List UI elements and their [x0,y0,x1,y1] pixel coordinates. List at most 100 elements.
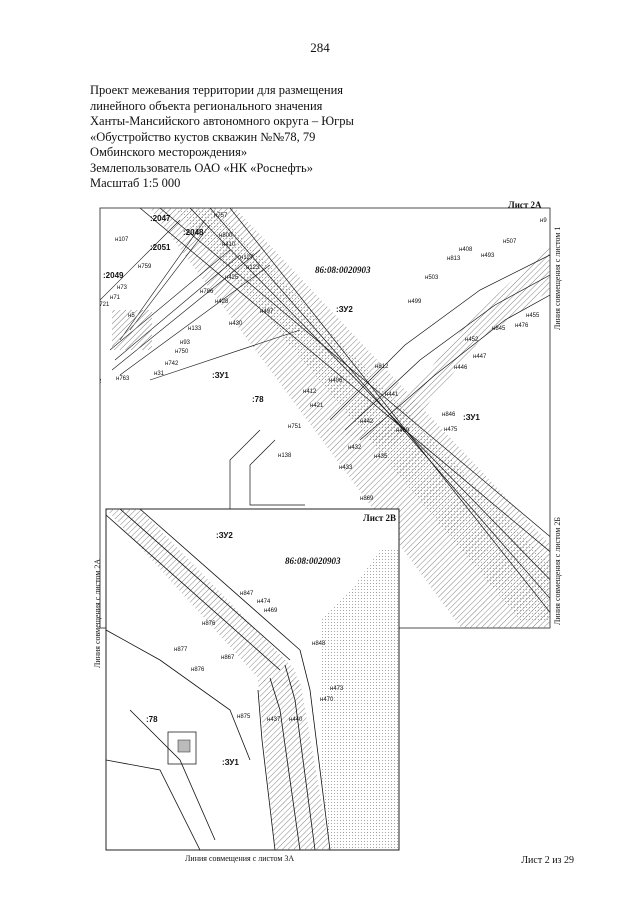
cadastral-number-inset: 86:08:0020903 [285,556,341,566]
zone-label: :ЗУ1 [222,758,239,767]
point-label: н446 [454,365,468,371]
point-label: н474 [257,599,271,605]
point-label: н406 [329,378,343,384]
point-label: н813 [447,256,461,262]
point-label: н133 [188,326,202,332]
point-label: н138 [278,453,292,459]
point-label: н437 [267,717,281,723]
sheet-title-inset: Лист 2В [363,513,396,523]
side-label-right-top: Линия совмещения с листом 1 [553,227,562,330]
sheet-title-main: Лист 2А [508,200,542,210]
point-label: н875 [237,714,251,720]
point-label: н469 [396,428,410,434]
zone-label: :78 [146,715,158,724]
cadastral-number: 86:08:0020903 [315,265,371,275]
point-label: н712 [88,379,102,385]
main-map-content: 86:08:0020903 :ЗУ2 :ЗУ1 :ЗУ1 :78 :2047 :… [88,208,550,628]
point-label: н5 [128,313,135,319]
point-label: н408 [459,247,473,253]
point-label: н877 [174,647,188,653]
point-label: н433 [339,465,353,471]
header-line: Ханты-Мансийского автономного округа – Ю… [90,114,354,128]
point-label: н750 [175,349,189,355]
point-label: н503 [425,275,439,281]
point-label: н425 [225,275,239,281]
point-label: н469 [264,608,278,614]
point-label: н9 [540,218,547,224]
point-label: н847 [240,591,254,597]
point-label: н721 [96,302,110,308]
point-label: н476 [515,323,529,329]
point-label: н123 [246,265,260,271]
point-label: н442 [360,419,374,425]
point-label: н71 [110,295,121,301]
point-label: н455 [526,313,540,319]
point-label: н876 [191,667,205,673]
inset-building [167,731,197,765]
point-label: н421 [310,403,324,409]
point-label: н22 [88,352,99,358]
zone-label: :2051 [150,243,171,252]
point-label: н812 [375,364,389,370]
header-line: Землепользователь ОАО «НК «Роснефть» [90,160,313,175]
point-label: н475 [444,427,458,433]
point-label: н73 [117,285,128,291]
zone-label: :ЗУ2 [216,531,233,540]
zone-label: :2049 [103,271,124,280]
zone-label: :ЗУ2 [336,305,353,314]
header-line: Омбинского месторождения» [90,145,248,159]
point-label: н742 [165,361,179,367]
point-label: н430 [229,321,243,327]
point-label: н869 [360,496,374,502]
side-label-left: Линия совмещения с листом 2А [93,559,102,668]
point-label: н24 [88,364,99,370]
zone-label: :78 [252,395,264,404]
point-label: н751 [288,424,302,430]
zone-label: :ЗУ1 [212,371,229,380]
zone-label: :2047 [150,214,171,223]
point-label: н107 [115,237,129,243]
point-label: н848 [312,641,326,647]
inset-building [177,739,191,753]
point-label: н759 [138,264,152,270]
zone-label: :2048 [183,228,204,237]
point-label: н31 [154,371,165,377]
point-label: н757 [214,213,228,219]
point-label: н499 [408,299,422,305]
inset-map-content [106,509,399,850]
point-label: н845 [492,326,506,332]
header-line: Масштаб 1:5 000 [90,176,181,190]
point-label: н435 [374,454,388,460]
point-label: н412 [303,389,317,395]
header-line: Проект межевания территории для размещен… [90,83,344,97]
point-label: н452 [465,337,479,343]
point-label: н447 [473,354,487,360]
header-line: линейного объекта регионального значения [90,98,323,113]
point-label: н432 [348,445,362,451]
point-label: н867 [221,655,235,661]
point-label: н763 [116,376,130,382]
point-label: н846 [442,412,456,418]
point-label: н93 [180,340,191,346]
page-number: 284 [310,40,330,55]
point-label: н428 [215,299,229,305]
point-label: н473 [330,686,344,692]
point-label: н786 [200,289,214,295]
point-label: н800 [219,233,233,239]
side-label-right-bottom: Линия совмещения с листом 2Б [553,517,562,625]
zone-label: :ЗУ1 [463,413,480,422]
header-line: «Обустройство кустов скважин №№78, 79 [90,129,316,144]
bottom-match-label: Линия совмещения с листом 3А [185,854,294,863]
inset-corridor-vertical [258,680,330,850]
document-header: Проект межевания территории для размещен… [90,83,354,192]
point-label: н470 [320,697,334,703]
point-label: н127 [240,255,254,261]
point-label: н497 [260,309,274,315]
point-label: н493 [481,253,495,259]
page-count: Лист 2 из 29 [521,855,574,866]
point-label: н876 [202,621,216,627]
inset-parcel-right [320,550,399,850]
junction-hatch [112,310,152,350]
point-label: н441 [385,392,399,398]
